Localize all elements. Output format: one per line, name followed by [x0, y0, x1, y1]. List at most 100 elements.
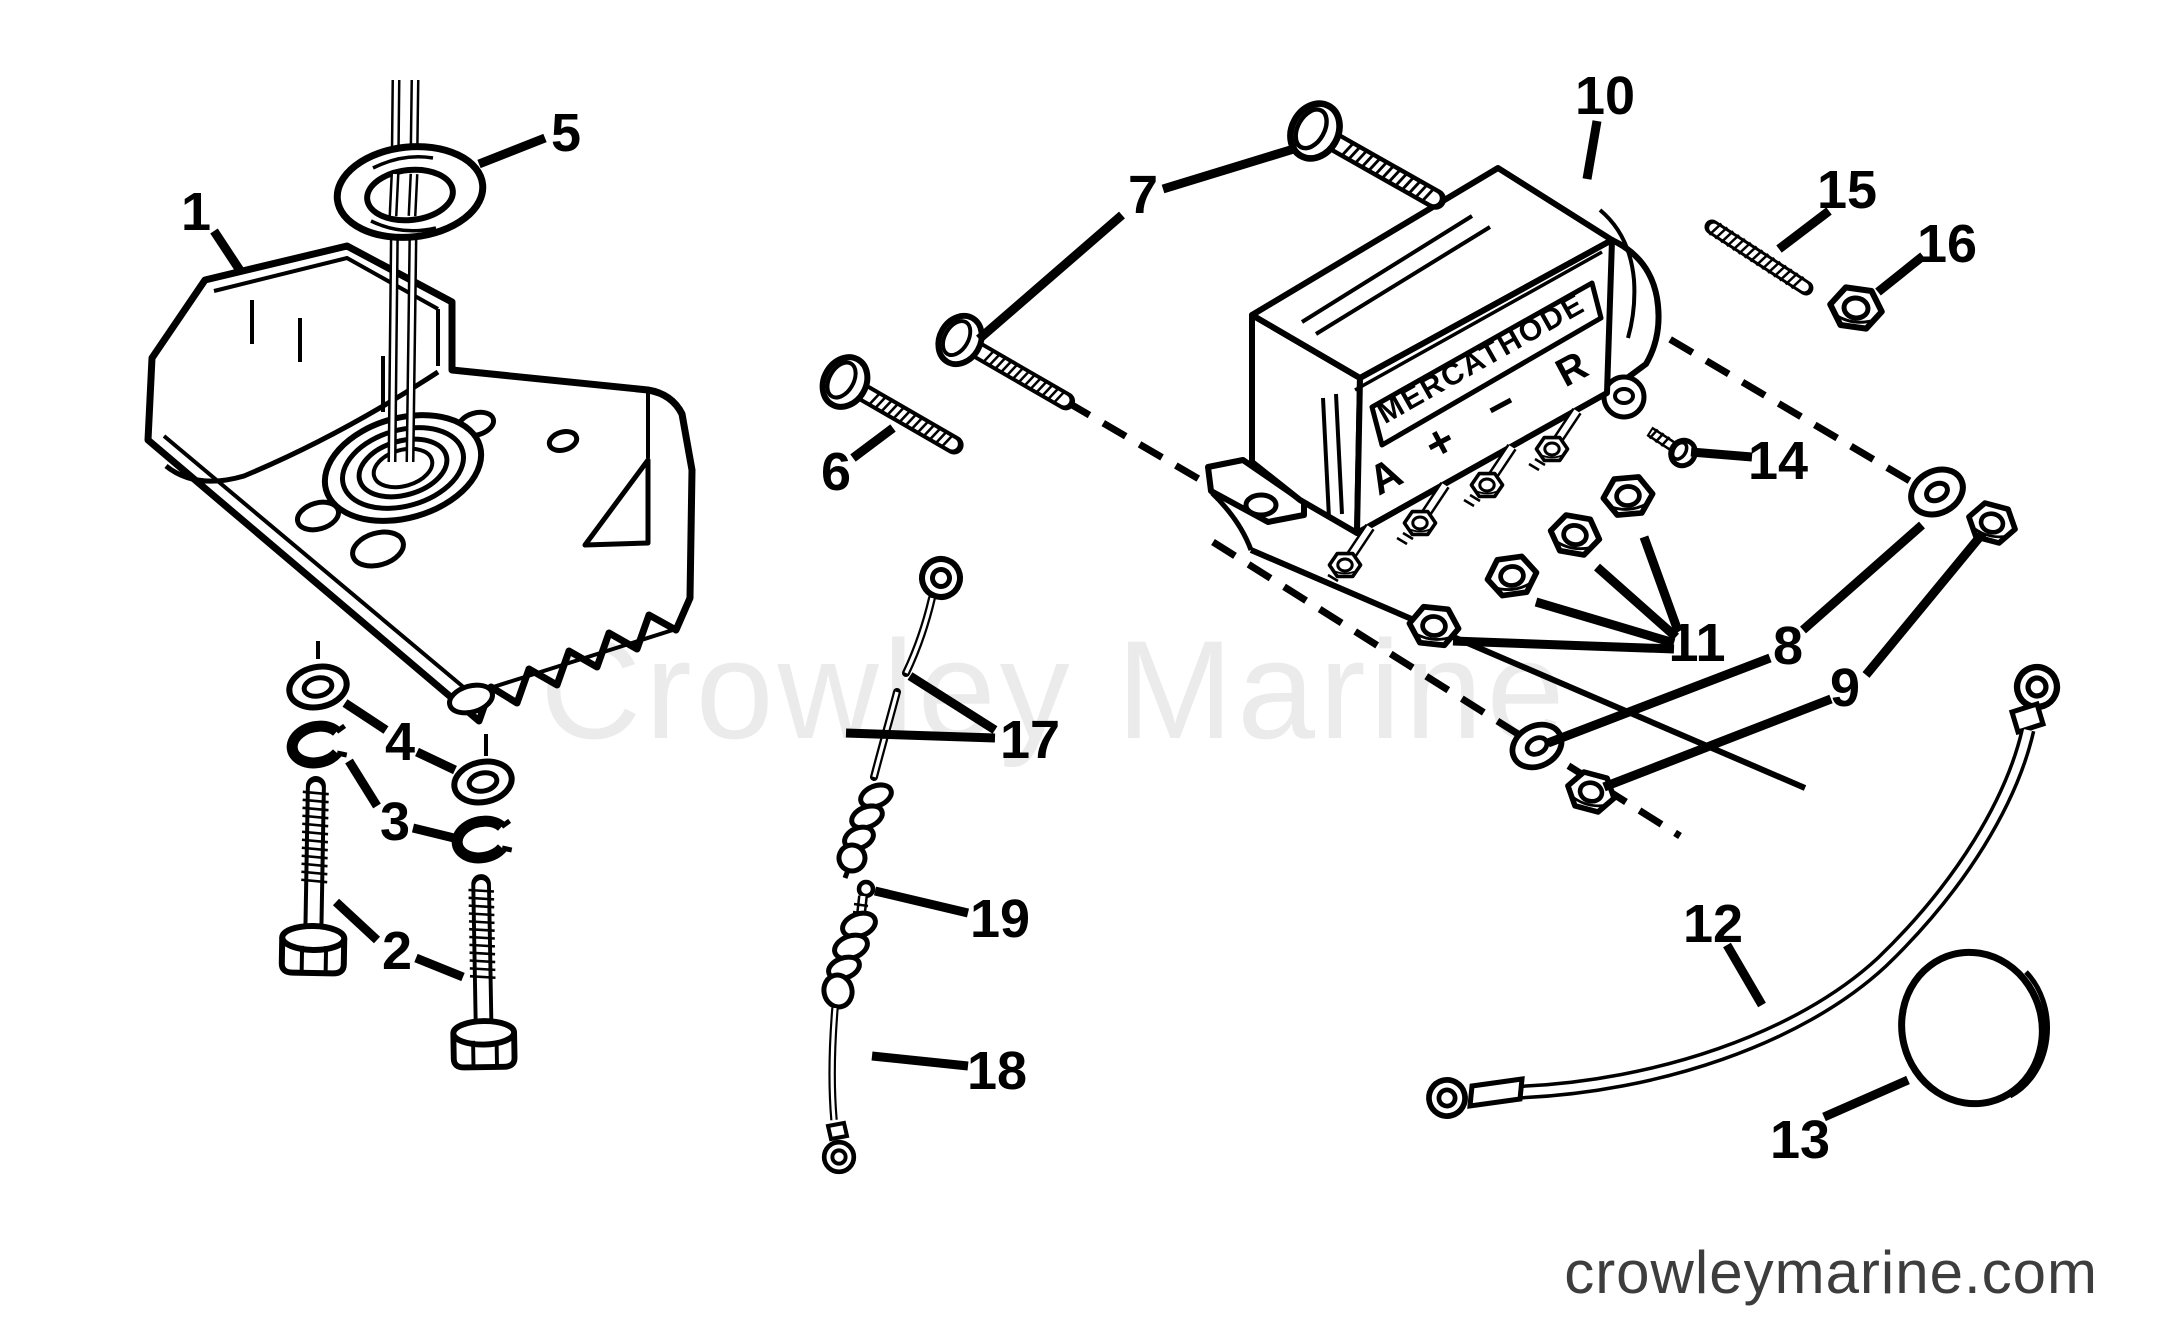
part-number-9[interactable]: 9 [1830, 658, 1860, 718]
part-number-13[interactable]: 13 [1770, 1110, 1830, 1170]
callout-15[interactable]: 15 [1776, 160, 1877, 253]
callout-12[interactable]: 12 [1683, 894, 1766, 1008]
leader-line [1534, 597, 1676, 648]
lock-washer-3b [454, 815, 516, 862]
callout-8[interactable]: 8 [1546, 521, 1925, 748]
leader-line [1452, 636, 1675, 654]
part-number-14[interactable]: 14 [1748, 431, 1808, 491]
callout-13[interactable]: 13 [1770, 1075, 1910, 1170]
part-number-15[interactable]: 15 [1817, 160, 1877, 220]
leader-line [873, 886, 970, 918]
leader-line [414, 953, 465, 982]
screw-14 [1646, 426, 1698, 469]
part-number-6[interactable]: 6 [821, 442, 851, 502]
callout-14[interactable]: 14 [1690, 431, 1808, 491]
leader-line [1862, 530, 1987, 678]
callout-11[interactable]: 11 [1452, 535, 1726, 673]
leader-line [210, 228, 245, 275]
bolt-2a [282, 785, 347, 973]
callout-7[interactable]: 7 [976, 143, 1299, 343]
callout-4[interactable]: 4 [342, 699, 457, 775]
grommet [333, 143, 487, 241]
callout-1[interactable]: 1 [181, 182, 245, 275]
leader-line [1594, 563, 1679, 641]
leader-line [1690, 447, 1753, 462]
flat-washer-4a [285, 661, 350, 712]
leader-line [907, 672, 998, 734]
bracket-assembly [144, 79, 696, 1068]
ground-wire-12 [1425, 660, 2064, 1120]
leader-line [1546, 653, 1772, 748]
part-number-11[interactable]: 11 [1668, 613, 1725, 673]
leader-line [845, 728, 996, 743]
callout-9[interactable]: 9 [1602, 530, 1987, 792]
part-number-7[interactable]: 7 [1128, 165, 1158, 225]
insulator-cap-13 [1898, 948, 2050, 1108]
leader-line [415, 747, 457, 775]
part-number-2[interactable]: 2 [382, 921, 412, 981]
leader-line [332, 898, 381, 944]
callout-19[interactable]: 19 [873, 886, 1030, 949]
screw-7a [1281, 95, 1450, 224]
electrode-lead-18 [821, 910, 878, 1172]
callout-17[interactable]: 17 [845, 672, 1060, 770]
part-number-16[interactable]: 16 [1917, 214, 1977, 274]
callout-3[interactable]: 3 [345, 758, 456, 852]
part-number-17[interactable]: 17 [1000, 710, 1060, 770]
callout-2[interactable]: 2 [332, 898, 465, 982]
terminal-stud [1322, 527, 1370, 586]
washer-8a [1903, 461, 1971, 524]
leader-line [1161, 143, 1299, 194]
leader-line [1875, 252, 1926, 296]
callout-18[interactable]: 18 [871, 1041, 1027, 1101]
reference-wire-17 [836, 554, 965, 879]
part-number-18[interactable]: 18 [967, 1041, 1027, 1101]
nut-11b [1485, 555, 1539, 598]
leader-line [871, 1051, 969, 1071]
callout-6[interactable]: 6 [821, 424, 896, 502]
callout-10[interactable]: 10 [1575, 66, 1635, 180]
nut-11d [1602, 476, 1654, 516]
part-number-10[interactable]: 10 [1575, 66, 1635, 126]
box-right-end [1598, 208, 1662, 420]
leader-line [1800, 521, 1925, 634]
leader-line [1776, 207, 1832, 253]
brand-panel [1369, 280, 1604, 448]
part-number-3[interactable]: 3 [380, 792, 410, 852]
leader-line [1723, 942, 1766, 1008]
leader-line [1602, 694, 1833, 792]
part-number-12[interactable]: 12 [1683, 894, 1743, 954]
nut-16 [1828, 286, 1885, 331]
nut-11c [1548, 513, 1603, 557]
part-number-4[interactable]: 4 [385, 712, 415, 772]
part-number-1[interactable]: 1 [181, 182, 211, 242]
part-number-5[interactable]: 5 [551, 103, 581, 163]
leader-line [850, 424, 896, 462]
leader-line [477, 133, 547, 169]
nut-9b [1563, 769, 1618, 815]
screw-7b [930, 308, 1079, 423]
part-number-8[interactable]: 8 [1773, 616, 1803, 676]
flat-washer-4b [450, 756, 515, 807]
leader-line [1639, 535, 1683, 633]
leader-line [345, 758, 381, 809]
bracket-details [162, 255, 677, 708]
watermark-text: Crowley Marine [540, 611, 1568, 768]
mounting-ear [1205, 457, 1307, 525]
leader-line [976, 211, 1125, 343]
electrode-boss [321, 412, 485, 524]
leader-line [342, 699, 389, 734]
site-link[interactable]: crowleymarine.com [1564, 1239, 2098, 1306]
wires-in-grommet [388, 173, 419, 217]
controller-assembly: MERCATHODE A + − R [1205, 165, 1807, 791]
callout-16[interactable]: 16 [1875, 214, 1977, 296]
part-number-19[interactable]: 19 [970, 889, 1030, 949]
leader-line [411, 823, 456, 843]
callout-5[interactable]: 5 [477, 103, 581, 169]
leader-line [1582, 120, 1602, 180]
alignment-marks [316, 641, 488, 756]
leader-line [1822, 1075, 1910, 1122]
